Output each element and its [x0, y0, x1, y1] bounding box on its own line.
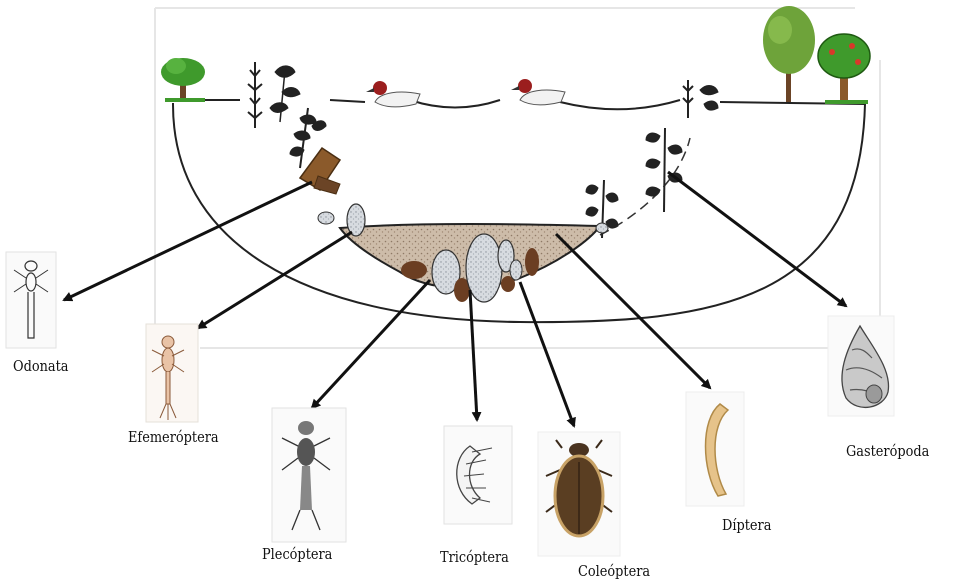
channel-outline: [173, 103, 865, 322]
label-tricoptera: Tricóptera: [440, 548, 509, 566]
arrow-to-coleoptera: [520, 282, 574, 426]
arrow-to-plecoptera: [312, 280, 430, 408]
stone: [318, 212, 334, 224]
efemeroptera-illustration: [146, 324, 198, 422]
label-coleoptera: Coleóptera: [578, 562, 650, 580]
label-plecoptera: Plecóptera: [262, 545, 332, 563]
aquatic-plants: [248, 62, 718, 238]
arrow-to-odonata: [64, 182, 312, 300]
plant-icon: [683, 80, 718, 118]
pebble: [401, 261, 427, 279]
fruit-tree-icon: [818, 34, 870, 102]
diptera-illustration: [686, 392, 744, 506]
gasteropoda-illustration: [828, 316, 894, 416]
plecoptera-illustration: [272, 408, 346, 542]
streambed-sediment: [318, 204, 608, 302]
wood-debris-icon: [300, 148, 340, 194]
label-gasteropoda: Gasterópoda: [846, 442, 929, 460]
odonata-illustration: [6, 252, 56, 348]
small-tree-icon: [161, 58, 205, 100]
label-diptera: Díptera: [722, 516, 771, 534]
arrow-to-tricoptera: [470, 290, 477, 420]
arrow-to-efemeroptera: [198, 232, 352, 328]
tricoptera-illustration: [444, 426, 512, 524]
stone: [510, 260, 522, 280]
label-odonata: Odonata: [13, 357, 68, 375]
arrow-to-gasteropoda: [668, 172, 846, 306]
duck-icon: [511, 79, 565, 105]
pebble: [525, 248, 539, 276]
coleoptera-illustration: [538, 432, 620, 556]
stone: [347, 204, 365, 236]
duck-icon: [366, 81, 420, 107]
label-efemeroptera: Efemeróptera: [128, 428, 219, 446]
conifer-tree-icon: [763, 6, 815, 102]
plant-icon: [248, 62, 300, 128]
stone: [596, 223, 608, 233]
